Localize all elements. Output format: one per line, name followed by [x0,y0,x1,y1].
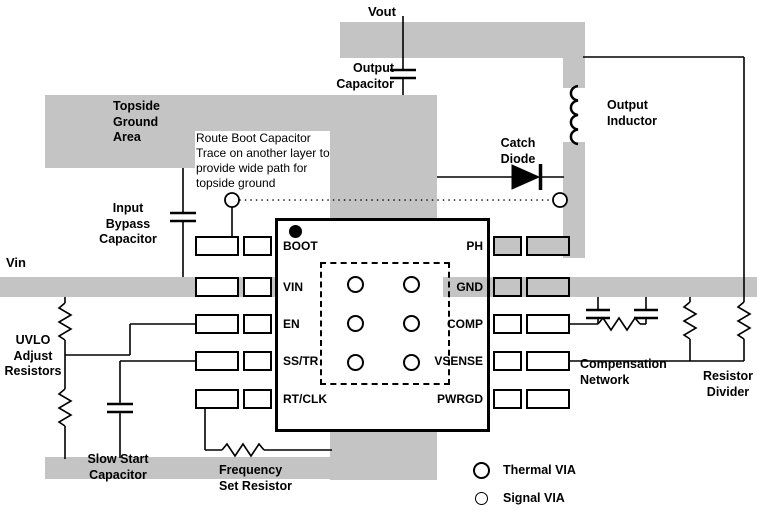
thermal-via-icon [347,276,364,293]
pad-vsense-inner [493,351,522,371]
ph-copper-lower-strip [563,142,585,258]
vin-label: Vin [6,255,26,270]
pad-ph-inner [493,236,522,256]
pad-sstr-inner [243,351,272,371]
signal-via-icon [552,192,568,208]
legend-signal-via-label: Signal VIA [503,491,565,505]
compensation-network-label: Compensation Network [580,357,667,387]
pad-vin-outer [195,277,239,297]
ph-copper-upper-strip [563,58,585,88]
input-bypass-capacitor-label: Input Bypass Capacitor [99,201,157,246]
thermal-via-icon [347,315,364,332]
input-bypass-capacitor-symbol [170,168,196,277]
uvlo-adjust-resistors-label: UVLO Adjust Resistors [4,333,62,378]
pad-comp-inner [493,314,522,334]
pin-label-pwrgd: PWRGD [437,392,483,406]
legend-thermal-via-label: Thermal VIA [503,463,576,477]
resistor-divider-label: Resistor Divider [702,369,754,399]
output-capacitor-label: Output Capacitor [336,61,394,91]
pad-gnd-outer [526,277,570,297]
frequency-set-resistor-label: Frequency Set Resistor [219,463,292,493]
route-boot-note: Route Boot Capacitor Trace on another la… [196,131,330,190]
pin-label-vin: VIN [283,280,304,294]
output-inductor-coil [569,84,579,146]
pad-boot-inner [243,236,272,256]
resistor-divider-symbol [570,56,752,362]
signal-via-icon [224,192,240,208]
thermal-via-icon [347,354,364,371]
vout-copper-plane [340,22,585,58]
pin-label-gnd: GND [456,280,483,294]
pad-sstr-outer [195,351,239,371]
thermal-via-icon [403,354,420,371]
pin-label-ph: PH [466,239,483,253]
pin1-marker-icon [289,225,302,238]
pin-label-sstr: SS/TR [283,354,319,368]
frequency-resistor-symbol [204,409,332,458]
pin-label-rtclk: RT/CLK [283,392,327,406]
legend-signal-via-icon [475,492,488,505]
pad-pwrgd-outer [526,389,570,409]
thermal-pad-outline [320,262,450,385]
topside-ground-area-label: Topside Ground Area [113,99,160,144]
vout-label: Vout [368,4,396,19]
bottom-ground-bar [45,457,437,479]
slow-start-capacitor-symbol [107,360,195,458]
pad-en-inner [243,314,272,334]
catch-diode-label: Catch Diode [500,136,536,166]
pad-rtclk-inner [243,389,272,409]
gnd-pad-extension [443,277,492,297]
pin-label-en: EN [283,317,300,331]
pin-label-vsense: VSENSE [434,354,483,368]
boot-route-trace [224,192,568,236]
pad-boot-outer [195,236,239,256]
vout-output-capacitor-symbol [390,16,416,95]
pad-comp-outer [526,314,570,334]
thermal-via-icon [403,315,420,332]
ic-body [275,218,490,432]
pad-vsense-outer [526,351,570,371]
thermal-via-icon [403,276,420,293]
output-inductor-label: Output Inductor [607,98,657,128]
pin-label-boot: BOOT [283,239,318,253]
topside-ground-left [45,95,195,168]
uvlo-resistors-symbol [57,297,195,459]
slow-start-capacitor-label: Slow Start Capacitor [87,452,149,482]
pad-rtclk-outer [195,389,239,409]
legend-thermal-via-icon [473,462,490,479]
pad-en-outer [195,314,239,334]
compensation-network-symbol [570,297,658,332]
pad-gnd-inner [493,277,522,297]
pad-ph-outer [526,236,570,256]
catch-diode-symbol [437,164,564,190]
pad-pwrgd-inner [493,389,522,409]
ic-border-segment [487,277,490,297]
pad-vin-inner [243,277,272,297]
pin-label-comp: COMP [447,317,483,331]
